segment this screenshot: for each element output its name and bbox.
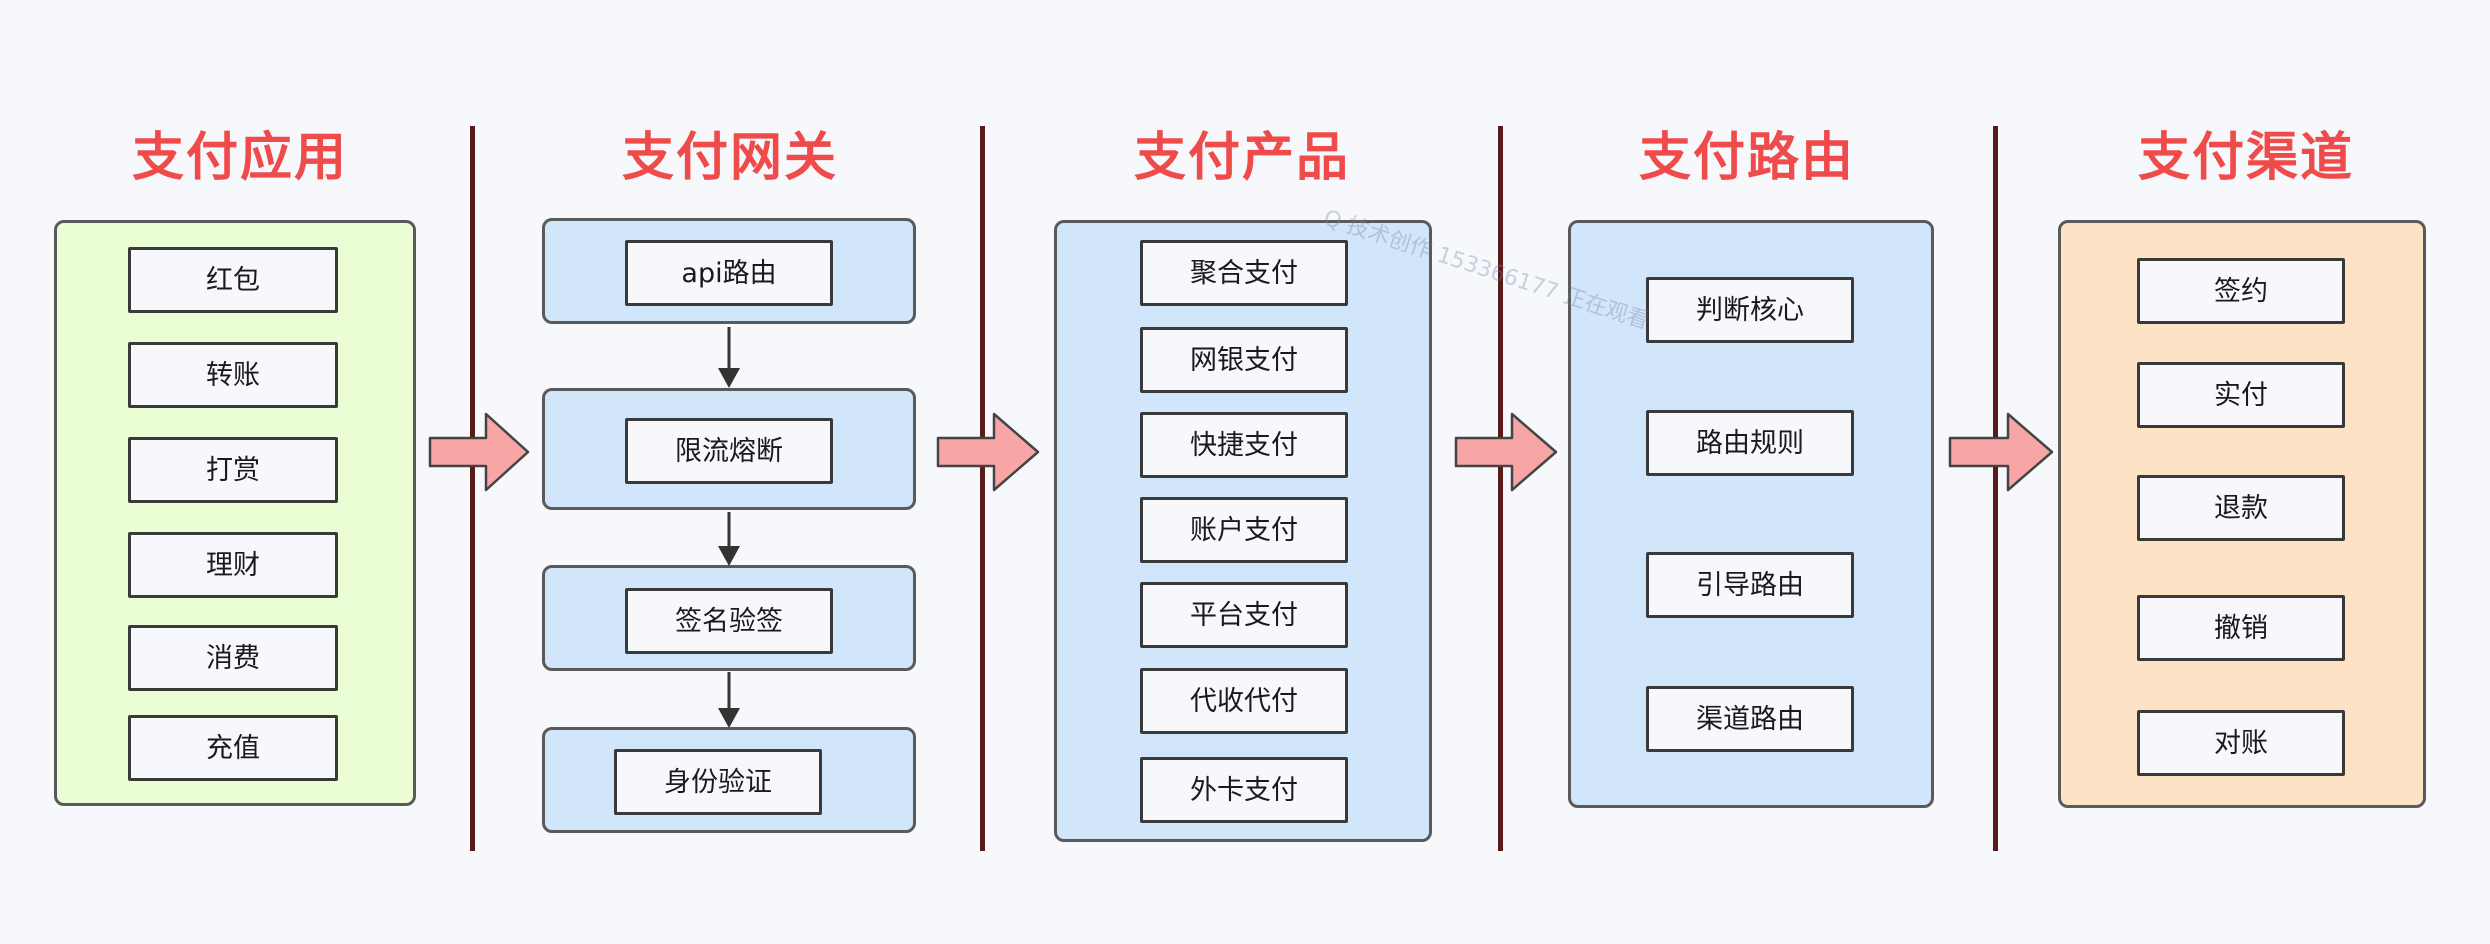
routing-item-rules: 路由规则: [1646, 410, 1854, 476]
routing-item-guide: 引导路由: [1646, 552, 1854, 618]
routing-item-channel: 渠道路由: [1646, 686, 1854, 752]
gateway-item-signature: 签名验签: [625, 588, 833, 654]
down-arrow-1: [718, 327, 740, 388]
app-item-chongzhi: 充值: [128, 715, 338, 781]
app-item-dashang: 打赏: [128, 437, 338, 503]
flow-arrow-1: [428, 412, 530, 492]
app-item-licai: 理财: [128, 532, 338, 598]
flow-arrow-3: [1454, 412, 1558, 492]
title-app: 支付应用: [131, 128, 348, 188]
gateway-item-rate-limit: 限流熔断: [625, 418, 833, 484]
product-item-collect-pay: 代收代付: [1140, 668, 1348, 734]
product-item-aggregate: 聚合支付: [1140, 240, 1348, 306]
divider-1: [470, 126, 475, 851]
down-arrow-3: [718, 672, 740, 728]
app-item-xiaofei: 消费: [128, 625, 338, 691]
app-item-hongbao: 红包: [128, 247, 338, 313]
product-item-quick: 快捷支付: [1140, 412, 1348, 478]
gateway-box-2: [542, 388, 916, 510]
channel-item-cancel: 撤销: [2137, 595, 2345, 661]
routing-item-core: 判断核心: [1646, 277, 1854, 343]
gateway-item-api-routing: api路由: [625, 240, 833, 306]
product-item-platform: 平台支付: [1140, 582, 1348, 648]
channel-item-pay: 实付: [2137, 362, 2345, 428]
gateway-item-identity: 身份验证: [614, 749, 822, 815]
title-gateway: 支付网关: [621, 128, 838, 188]
channel-item-refund: 退款: [2137, 475, 2345, 541]
flow-arrow-2: [936, 412, 1040, 492]
app-item-zhuanzhang: 转账: [128, 342, 338, 408]
channel-item-sign: 签约: [2137, 258, 2345, 324]
product-item-account: 账户支付: [1140, 497, 1348, 563]
down-arrow-2: [718, 512, 740, 566]
divider-3: [1498, 126, 1503, 851]
title-routing: 支付路由: [1638, 128, 1855, 188]
product-item-online-bank: 网银支付: [1140, 327, 1348, 393]
divider-4: [1993, 126, 1998, 851]
panel-app: [54, 220, 416, 806]
title-channel: 支付渠道: [2137, 128, 2354, 188]
channel-item-reconcile: 对账: [2137, 710, 2345, 776]
title-product: 支付产品: [1133, 128, 1350, 188]
product-item-foreign-card: 外卡支付: [1140, 757, 1348, 823]
flow-arrow-4: [1948, 412, 2054, 492]
divider-2: [980, 126, 985, 851]
